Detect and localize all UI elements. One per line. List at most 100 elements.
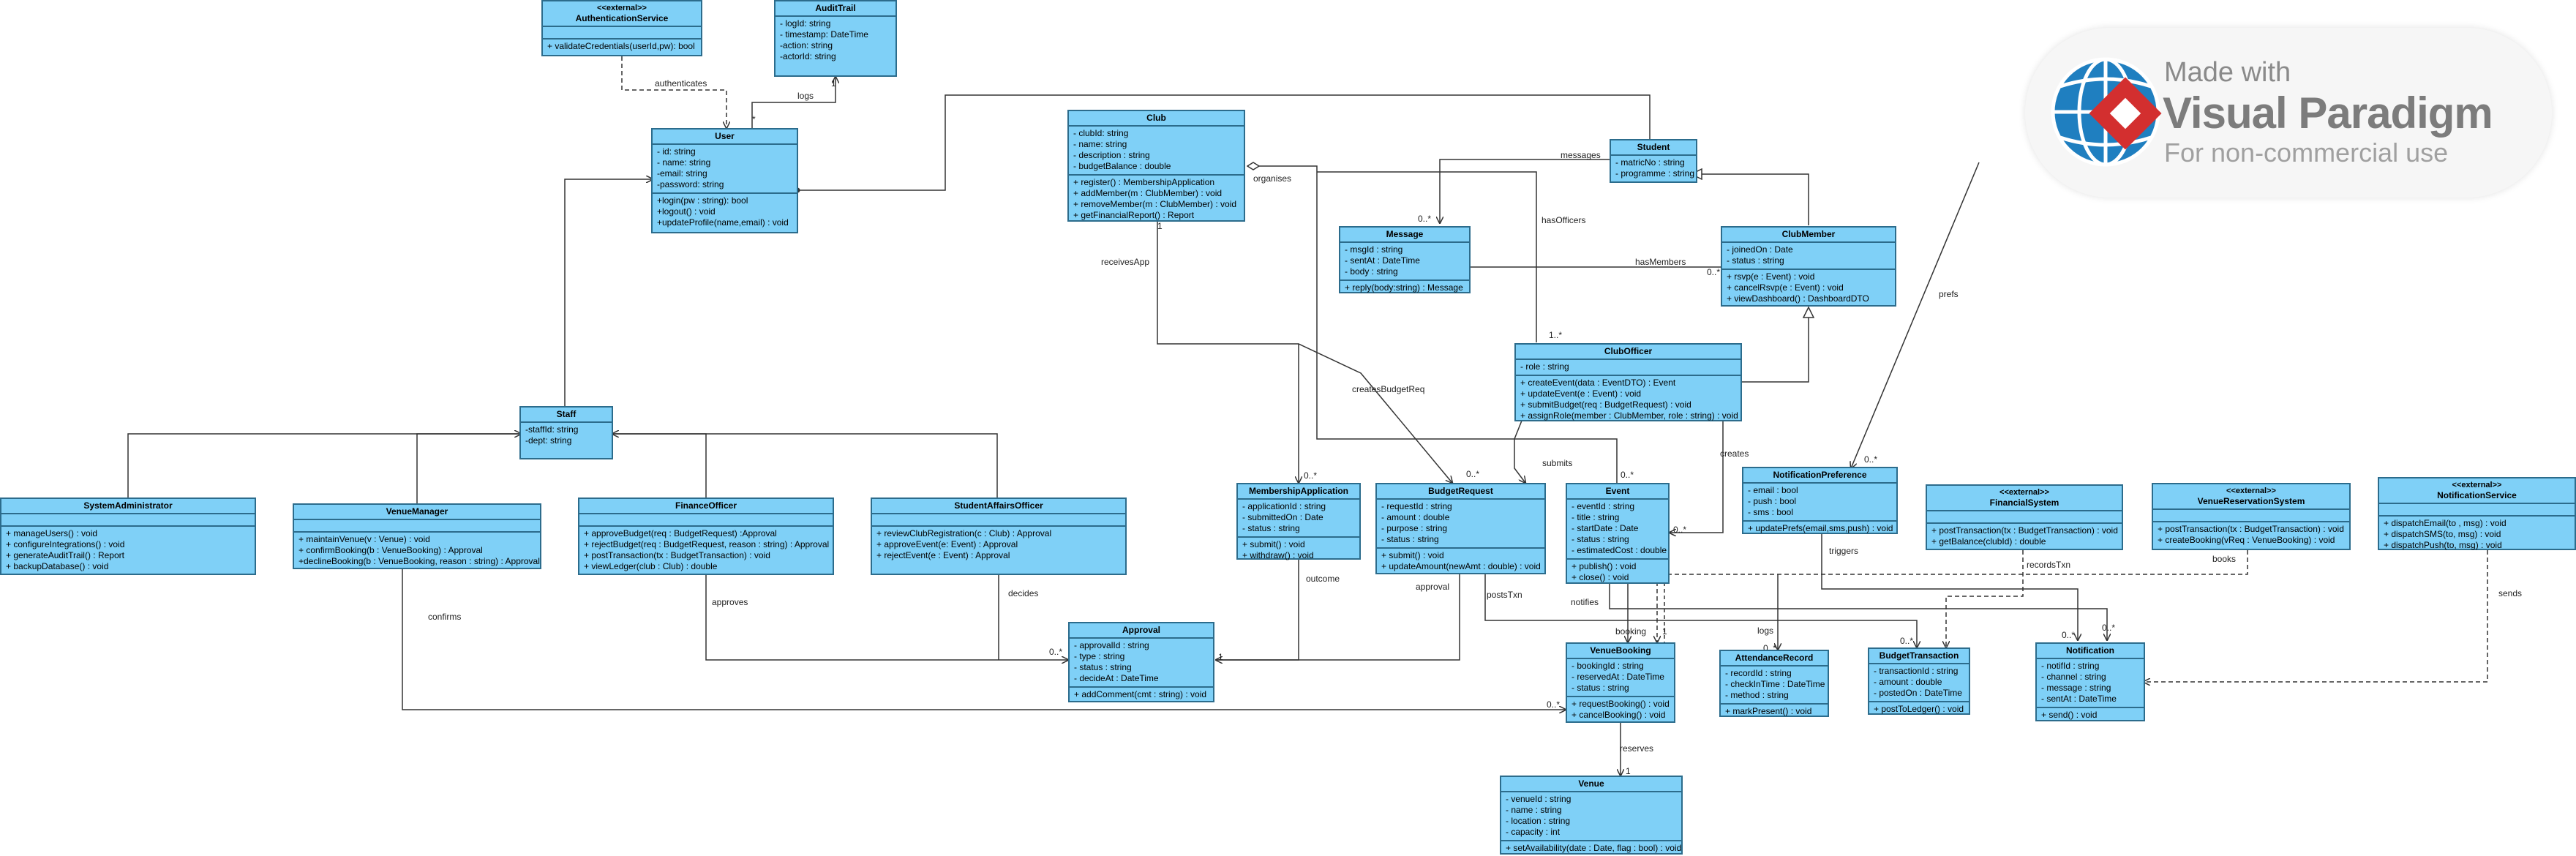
attributes-compartment: - approvalId : string- type : string- st… [1070, 639, 1213, 688]
attribute-row: - startDate : Date [1571, 523, 1639, 533]
attribute-row: - status : string [1242, 523, 1300, 533]
class-venue-booking[interactable]: VenueBooking- bookingId : string- reserv… [1566, 642, 1675, 723]
class-header: <<external>>AuthenticationService [543, 1, 701, 27]
class-authentication-service[interactable]: <<external>>AuthenticationService + valid… [541, 0, 702, 56]
class-name: NotificationService [2437, 490, 2517, 500]
attribute-row: - message : string [2041, 683, 2111, 693]
mult-budgetreq: 0..* [1466, 469, 1479, 479]
class-header: VenueBooking [1567, 644, 1674, 659]
mult-clubofficer: 1..* [1549, 330, 1562, 340]
operation-row: + approveBudget(req : BudgetRequest) :Ap… [584, 528, 777, 538]
class-budget-request[interactable]: BudgetRequest- requestId : string- amoun… [1375, 483, 1546, 574]
attributes-compartment: - transactionId : string- amount : doubl… [1869, 664, 1969, 702]
class-name: ClubOfficer [1604, 346, 1653, 356]
edge-books [1657, 550, 2248, 642]
mult-venuebooking: 0..* [1547, 699, 1560, 710]
edge-messages [1440, 159, 1610, 223]
edge-notifies [1609, 574, 2107, 640]
class-notification-preference[interactable]: NotificationPreference- email : bool- pu… [1742, 467, 1898, 534]
operation-row: + configureIntegrations() : void [6, 539, 125, 549]
edge-student-user [795, 94, 1651, 193]
operation-row: + validateCredentials(userId,pw): bool [547, 41, 695, 51]
attribute-row: - requestId : string [1381, 501, 1452, 511]
label-recordsTxn: recordsTxn [2027, 560, 2070, 570]
edge-logs-audit [751, 77, 835, 128]
attribute-row: - role : string [1520, 361, 1569, 372]
class-club-officer[interactable]: ClubOfficer- role : string+ createEvent(… [1514, 343, 1742, 421]
attribute-row: - venueId : string [1506, 794, 1571, 804]
operations-compartment: + manageUsers() : void+ configureIntegra… [1, 527, 255, 574]
operation-row: + send() : void [2041, 710, 2098, 720]
class-notification[interactable]: Notification- notifId : string- channel … [2035, 642, 2145, 721]
edge-outcome [1216, 560, 1299, 660]
label-reserves: reserves [1620, 743, 1653, 754]
class-approval[interactable]: Approval- approvalId : string- type : st… [1068, 622, 1214, 702]
operation-row: + getFinancialReport() : Report [1073, 210, 1195, 220]
operation-row: + register() : MembershipApplication [1073, 177, 1215, 187]
class-venue-manager[interactable]: VenueManager+ maintainVenue(v : Venue) :… [293, 503, 541, 569]
mult-message: 0..* [1418, 214, 1431, 224]
watermark-line-3: For non-commercial use [2164, 138, 2449, 168]
class-notification-service[interactable]: <<external>>NotificationService+ dispatc… [2378, 477, 2576, 550]
class-name: FinancialSystem [1989, 498, 2059, 508]
operation-row: +logout() : void [657, 206, 716, 217]
class-venue[interactable]: Venue- venueId : string- name : string- … [1500, 776, 1683, 855]
attribute-row: - matricNo : string [1615, 157, 1685, 168]
class-header: User [653, 129, 797, 145]
attributes-compartment: - notifId : string- channel : string- me… [2037, 659, 2144, 708]
class-attendance-record[interactable]: AttendanceRecord- recordId : string- che… [1719, 650, 1829, 717]
class-stereotype: <<external>> [597, 4, 647, 12]
operation-row: + createBooking(vReq : VenueBooking) : v… [2158, 535, 2335, 545]
operation-row: + backupDatabase() : void [6, 561, 109, 571]
attribute-row: - sentAt : DateTime [1345, 255, 1420, 266]
operations-compartment: + maintainVenue(v : Venue) : void+ confi… [294, 533, 540, 569]
label-organises: organises [1253, 173, 1291, 184]
attribute-row: -dept: string [525, 435, 572, 446]
class-student[interactable]: Student- matricNo : string- programme : … [1610, 139, 1697, 183]
class-venue-reservation-system[interactable]: <<external>>VenueReservationSystem+ post… [2152, 483, 2351, 550]
label-messages: messages [1561, 150, 1601, 160]
label-confirms: confirms [428, 612, 461, 622]
class-staff[interactable]: Staff-staffId: string-dept: string [519, 406, 613, 459]
label-sends: sends [2498, 588, 2522, 598]
class-header: Venue [1501, 777, 1681, 792]
attribute-row: - programme : string [1615, 168, 1695, 179]
operations-compartment: + postTransaction(tx : BudgetTransaction… [1927, 524, 2122, 549]
mult-notifpref: 0..* [1864, 454, 1877, 465]
class-name: Message [1386, 229, 1424, 239]
operation-row: + dispatchPush(to, msg) : void [2384, 540, 2502, 550]
class-membership-application[interactable]: MembershipApplication- applicationId : s… [1236, 483, 1361, 560]
mult-audit: 1 [831, 78, 836, 89]
label-creates: creates [1720, 448, 1749, 459]
class-header: Staff [521, 408, 612, 423]
class-message[interactable]: Message- msgId : string- sentAt : DateTi… [1339, 226, 1471, 293]
class-club[interactable]: Club- clubId: string- name: string- desc… [1067, 110, 1245, 222]
label-decides: decides [1008, 588, 1038, 598]
operations-compartment: + rsvp(e : Event) : void+ cancelRsvp(e :… [1722, 270, 1895, 307]
operation-row: + withdraw() : void [1242, 550, 1314, 560]
attributes-compartment: - logId: string- timestamp: DateTime-act… [776, 17, 895, 64]
class-user[interactable]: User- id: string- name: string-email: st… [651, 128, 798, 233]
class-budget-transaction[interactable]: BudgetTransaction- transactionId : strin… [1868, 647, 1970, 715]
class-club-member[interactable]: ClubMember- joinedOn : Date- status : st… [1721, 226, 1896, 307]
attribute-row: - name: string [657, 157, 711, 168]
attribute-row: - type : string [1074, 651, 1125, 661]
class-header: Notification [2037, 644, 2144, 659]
operations-compartment: + submit() : void+ withdraw() : void [1238, 538, 1359, 563]
class-stereotype: <<external>> [2226, 487, 2276, 495]
attributes-compartment: - role : string [1516, 360, 1741, 376]
class-finance-officer[interactable]: FinanceOfficer+ approveBudget(req : Budg… [578, 498, 834, 575]
attribute-row: - bookingId : string [1571, 661, 1644, 671]
operation-row: + manageUsers() : void [6, 528, 98, 538]
class-financial-system[interactable]: <<external>>FinancialSystem + postTransac… [1926, 484, 2123, 550]
class-audit-trail[interactable]: AuditTrail- logId: string- timestamp: Da… [774, 0, 897, 77]
mult-budgettx: 0..* [1900, 636, 1913, 646]
attributes-compartment: - bookingId : string- reservedAt : DateT… [1567, 659, 1674, 697]
class-student-affairs-officer[interactable]: StudentAffairsOfficer+ reviewClubRegistr… [871, 498, 1127, 575]
operation-row: +updateProfile(name,email) : void [657, 217, 789, 228]
edge-triggers [1821, 534, 2078, 640]
class-event[interactable]: Event- eventId : string- title : string-… [1566, 483, 1670, 584]
class-stereotype: <<external>> [1999, 488, 2049, 497]
class-system-administrator[interactable]: SystemAdministrator+ manageUsers() : voi… [0, 498, 256, 575]
edge-sends [2144, 550, 2488, 682]
